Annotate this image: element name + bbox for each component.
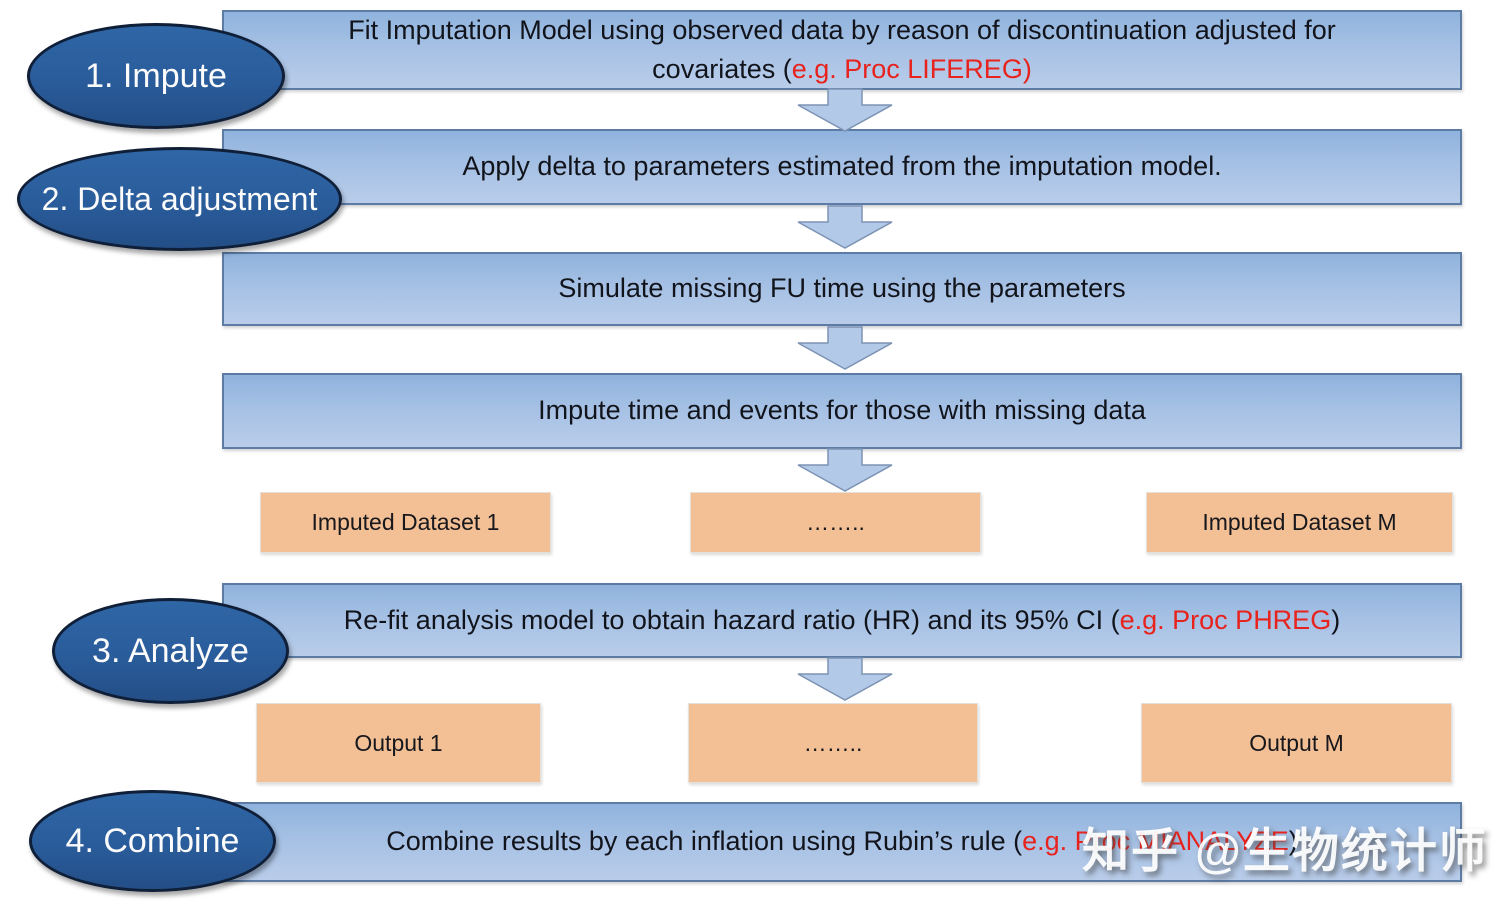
output-ellipsis-box: …….. xyxy=(688,703,978,783)
process-box-apply-delta: Apply delta to parameters estimated from… xyxy=(222,129,1462,205)
text-segment: ) xyxy=(1288,826,1298,857)
process-box-refit-analysis-model: Re-fit analysis model to obtain hazard r… xyxy=(222,583,1462,658)
text-segment-red: e.g. Proc MIANALYZE xyxy=(1022,826,1289,857)
text-segment-red: e.g. Proc PHREG xyxy=(1119,604,1332,635)
step-ellipse-combine: 4. Combine xyxy=(29,790,276,892)
text-segment: Fit Imputation Model using observed data… xyxy=(348,14,1336,84)
step-label: 2. Delta adjustment xyxy=(41,180,318,217)
step-label: 1. Impute xyxy=(85,56,227,95)
step-ellipse-delta-adjustment: 2. Delta adjustment xyxy=(17,147,342,251)
zhihu-watermark: 知乎 @生物统计师 xyxy=(1082,824,1488,877)
text-segment: Re-fit analysis model to obtain hazard r… xyxy=(343,604,1120,635)
output-ellipsis-label: …….. xyxy=(803,729,863,756)
imputed-dataset-ellipsis-box: …….. xyxy=(690,492,981,553)
down-arrow-icon xyxy=(790,448,900,492)
imputed-dataset-m-box: Imputed Dataset M xyxy=(1146,492,1453,553)
imputed-dataset-ellipsis-label: …….. xyxy=(806,509,865,535)
process-box-text: Fit Imputation Model using observed data… xyxy=(224,11,1460,89)
down-arrow-icon xyxy=(790,326,900,370)
step-label: 3. Analyze xyxy=(92,631,249,670)
output-1-label: Output 1 xyxy=(354,729,443,756)
process-box-text: Apply delta to parameters estimated from… xyxy=(392,147,1291,186)
text-segment-red: e.g. Proc LIFEREG) xyxy=(791,54,1032,84)
process-box-fit-imputation-model: Fit Imputation Model using observed data… xyxy=(222,10,1462,90)
process-box-text: Combine results by each inflation using … xyxy=(316,822,1367,861)
text-segment: Combine results by each inflation using … xyxy=(386,826,1023,857)
text-segment: Apply delta to parameters estimated from… xyxy=(462,151,1222,182)
output-m-box: Output M xyxy=(1141,703,1452,783)
step-label: 4. Combine xyxy=(65,821,240,860)
output-m-label: Output M xyxy=(1249,729,1344,756)
step-ellipse-analyze: 3. Analyze xyxy=(52,598,289,704)
process-box-simulate-fu-time: Simulate missing FU time using the param… xyxy=(222,252,1462,326)
process-box-text: Re-fit analysis model to obtain hazard r… xyxy=(274,601,1410,640)
output-1-box: Output 1 xyxy=(256,703,541,783)
text-segment: Simulate missing FU time using the param… xyxy=(558,273,1126,304)
imputed-dataset-1-label: Imputed Dataset 1 xyxy=(311,509,500,535)
process-box-impute-time-events: Impute time and events for those with mi… xyxy=(222,373,1462,449)
step-ellipse-impute: 1. Impute xyxy=(27,23,285,129)
text-segment: Impute time and events for those with mi… xyxy=(538,395,1146,426)
imputed-dataset-m-label: Imputed Dataset M xyxy=(1202,509,1397,535)
down-arrow-icon xyxy=(790,205,900,249)
process-box-text: Impute time and events for those with mi… xyxy=(468,391,1216,430)
imputed-dataset-1-box: Imputed Dataset 1 xyxy=(260,492,551,553)
down-arrow-icon xyxy=(790,657,900,701)
process-box-text: Simulate missing FU time using the param… xyxy=(488,269,1195,308)
process-box-combine-results: Combine results by each inflation using … xyxy=(222,802,1462,882)
down-arrow-icon xyxy=(790,88,900,132)
text-segment: ) xyxy=(1331,604,1341,635)
